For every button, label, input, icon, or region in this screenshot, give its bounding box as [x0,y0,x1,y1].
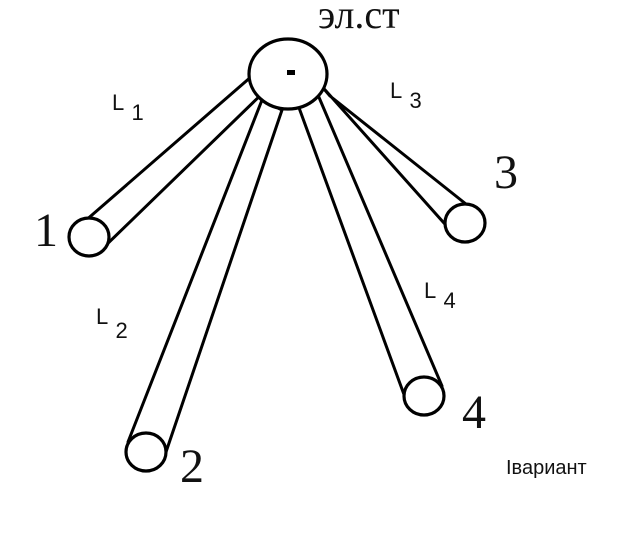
length-label-4: L 4 [424,278,456,313]
station-number-4: 4 [462,386,486,439]
length-letter-4: L [424,278,436,303]
length-label-2: L 2 [96,304,128,343]
length-index-4: 4 [444,288,456,313]
tube-end-2 [124,431,168,473]
variant-label: Iвариант [506,457,587,479]
tube-end-3 [443,202,487,244]
station-number-2: 2 [180,440,204,493]
tube-end-1 [67,216,111,258]
tube-end-4 [402,375,446,417]
length-letter-3: L [390,78,402,103]
station-number-3: 3 [494,146,518,199]
length-index-3: 3 [410,88,422,113]
length-label-1: L 1 [112,90,144,125]
station-number-1: 1 [34,204,58,257]
diagram-title: эл.ст [318,0,400,37]
length-index-2: 2 [116,318,128,343]
tube-2 [126,98,284,454]
length-index-1: 1 [132,100,144,125]
length-label-3: L 3 [390,78,422,113]
hub-center-dot [287,70,295,75]
length-letter-2: L [96,304,108,329]
length-letter-1: L [112,90,124,115]
